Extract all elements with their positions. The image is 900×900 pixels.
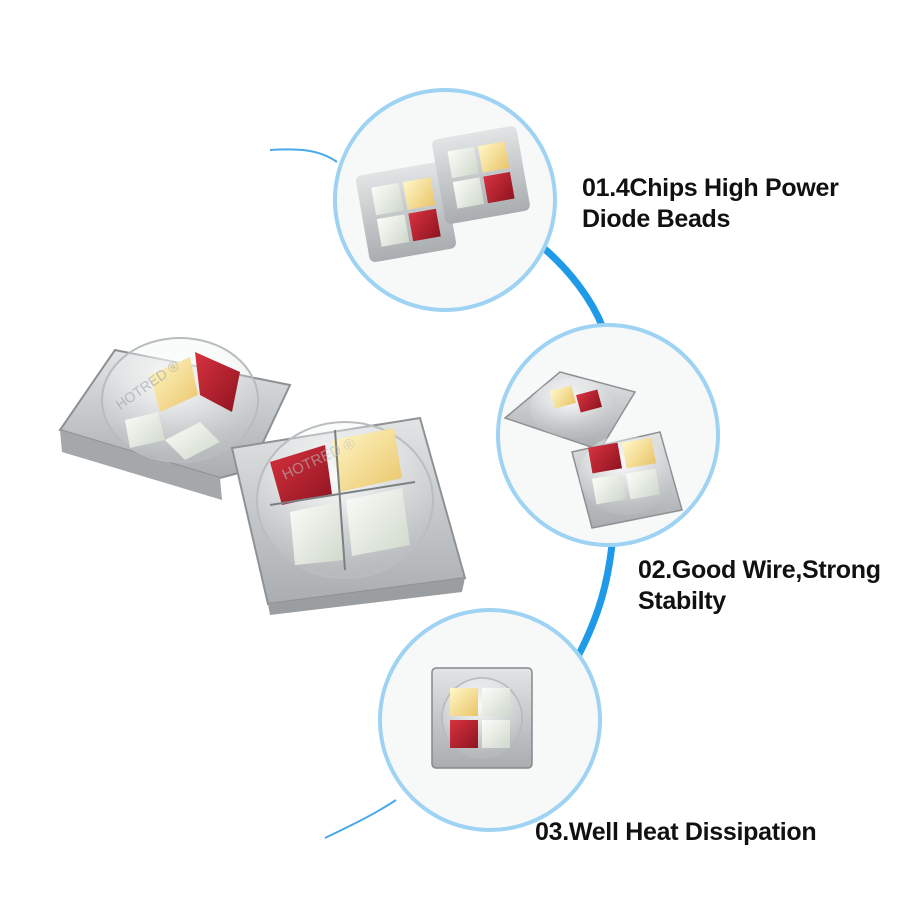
feature-3-line-1: 03.Well Heat Dissipation: [535, 818, 817, 846]
detail-circle-2: [496, 323, 720, 547]
feature-label-2: 02.Good Wire,Strong Stabilty: [638, 555, 881, 617]
feature-2-line-1: 02.Good Wire,Strong: [638, 556, 881, 584]
connector-line-top: [269, 148, 338, 163]
blue-arc-2: [572, 541, 616, 664]
led-chip-top-icon: [431, 667, 533, 769]
detail-circle-3: [378, 608, 602, 832]
led-chip-large-icon: HOTRED ®: [58, 337, 292, 500]
connector-line-bottom: [324, 799, 397, 839]
led-chip-side-icon: [503, 371, 683, 529]
blue-arc-1: [536, 241, 607, 332]
feature-label-3: 03.Well Heat Dissipation: [535, 817, 817, 848]
led-chip-large-front-icon: HOTRED ®: [230, 416, 467, 615]
detail-circle-1: [333, 88, 557, 312]
feature-label-1: 01.4Chips High Power Diode Beads: [582, 173, 839, 235]
feature-1-line-1: 01.4Chips High Power: [582, 174, 839, 202]
led-chip-pair-icon: [355, 126, 530, 263]
feature-2-line-2: Stabilty: [638, 587, 726, 615]
feature-1-line-2: Diode Beads: [582, 205, 731, 233]
